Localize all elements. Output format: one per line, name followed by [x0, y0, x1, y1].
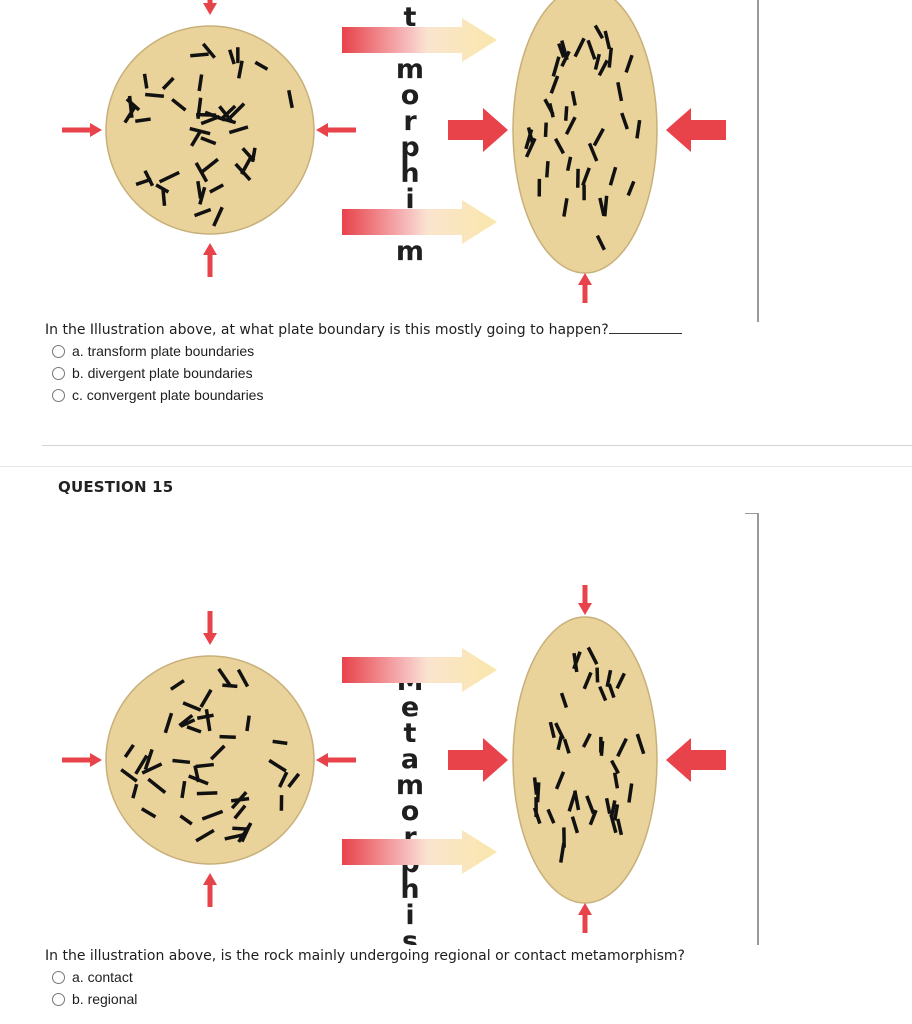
metamorphosed-rock — [512, 616, 658, 904]
pressure-arrow-icon — [62, 123, 102, 137]
letter: o — [401, 796, 420, 827]
radio-button[interactable] — [52, 366, 65, 380]
letter: m — [396, 770, 424, 801]
mineral-grains — [120, 667, 301, 843]
option-divergent[interactable]: b. divergent plate boundaries — [52, 362, 263, 384]
option-label: b. regional — [72, 991, 138, 1007]
pressure-arrow-icon — [578, 903, 592, 933]
letter: m — [396, 236, 424, 267]
radio-button[interactable] — [52, 388, 65, 402]
letter: r — [403, 106, 417, 137]
pressure-arrow-icon — [62, 753, 102, 767]
pressure-arrow-icon — [316, 123, 356, 137]
pressure-arrow-icon — [448, 738, 508, 782]
question-15-label: In the illustration above, is the rock m… — [45, 948, 685, 964]
question-14-label: In the Illustration above, at what plate… — [45, 322, 609, 338]
metamorphosed-rock — [512, 0, 658, 274]
pressure-arrow-icon — [666, 738, 726, 782]
question-14-options: a. transform plate boundaries b. diverge… — [52, 340, 263, 406]
option-regional[interactable]: b. regional — [52, 988, 137, 1010]
flow-arrow-icon — [342, 830, 497, 874]
pressure-arrow-icon — [203, 0, 217, 15]
radio-button[interactable] — [52, 970, 65, 984]
pressure-arrow-icon — [578, 585, 592, 615]
letter: t — [404, 718, 417, 749]
unmetamorphosed-rock — [105, 655, 315, 865]
question-15-title: QUESTION 15 — [58, 478, 174, 496]
figure-svg: Metamorphism — [62, 585, 726, 945]
radio-button[interactable] — [52, 992, 65, 1006]
figure-svg: tamorphism — [62, 0, 726, 303]
option-convergent[interactable]: c. convergent plate boundaries — [52, 384, 263, 406]
mineral-grains — [123, 42, 294, 227]
question-divider — [42, 445, 912, 446]
question-14-text: In the Illustration above, at what plate… — [45, 321, 682, 338]
letter: o — [401, 80, 420, 111]
pressure-arrow-icon — [666, 108, 726, 152]
pressure-arrow-icon — [316, 753, 356, 767]
letter: a — [401, 744, 419, 775]
option-transform[interactable]: a. transform plate boundaries — [52, 340, 263, 362]
answer-blank — [608, 321, 682, 334]
letter: s — [402, 926, 418, 945]
question-separator — [0, 466, 912, 467]
figure-right-border — [757, 513, 759, 945]
option-contact[interactable]: a. contact — [52, 966, 137, 988]
pressure-arrow-icon — [578, 273, 592, 303]
letter: h — [400, 158, 419, 189]
question-15-options: a. contact b. regional — [52, 966, 137, 1010]
option-label: b. divergent plate boundaries — [72, 365, 253, 381]
pressure-arrow-icon — [448, 108, 508, 152]
radio-button[interactable] — [52, 344, 65, 358]
letter: e — [401, 692, 419, 723]
letter: p — [400, 132, 419, 163]
letter: h — [400, 874, 419, 905]
mineral-grains — [532, 646, 646, 863]
metamorphism-vertical-label: Metamorphism — [396, 666, 424, 945]
letter: t — [404, 2, 417, 33]
option-label: c. convergent plate boundaries — [72, 387, 264, 403]
mineral-grains — [524, 24, 642, 251]
figure-right-border — [757, 0, 759, 322]
letter: i — [405, 900, 414, 931]
unmetamorphosed-rock — [105, 25, 315, 235]
question-15-text: In the illustration above, is the rock m… — [45, 948, 685, 964]
figure-top-tick — [745, 513, 759, 514]
pressure-arrow-icon — [203, 873, 217, 907]
metamorphism-figure-q14: tamorphism — [60, 0, 760, 320]
flow-arrow-icon — [342, 648, 497, 692]
metamorphism-figure-q15: Metamorphism — [60, 520, 760, 945]
pressure-arrow-icon — [203, 243, 217, 277]
letter: m — [396, 54, 424, 85]
flow-arrow-icon — [342, 200, 497, 244]
pressure-arrow-icon — [203, 611, 217, 645]
option-label: a. contact — [72, 969, 133, 985]
letter: i — [405, 184, 414, 215]
flow-arrow-icon — [342, 18, 497, 62]
option-label: a. transform plate boundaries — [72, 343, 255, 359]
